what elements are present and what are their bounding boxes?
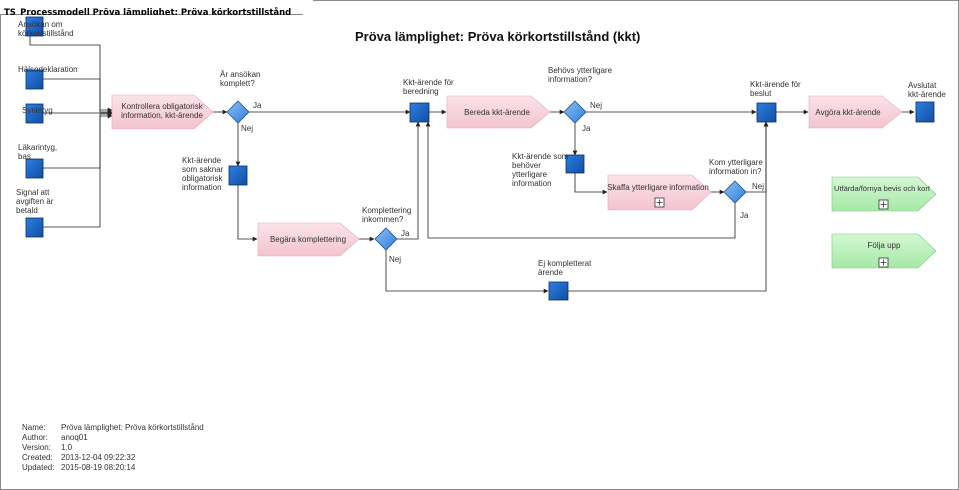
meta-author-value: anoq01 xyxy=(61,433,88,442)
label-utfarda: Utfärda/förnya bevis och kort xyxy=(834,184,931,193)
flow-lakarintyg-kontrollera xyxy=(43,111,113,169)
gateway-kompl-in[interactable] xyxy=(374,227,398,251)
event-synintyg[interactable] xyxy=(25,103,44,124)
diagram-title: Pröva lämplighet: Pröva körkortstillstån… xyxy=(355,29,640,44)
event-avslutat[interactable] xyxy=(915,101,935,123)
subprocess-markers xyxy=(654,197,889,268)
flow-signal-kontrollera xyxy=(43,113,113,228)
function-kontrollera[interactable] xyxy=(111,94,214,130)
gateway-kom-ytt[interactable] xyxy=(723,180,747,204)
event-saknar[interactable] xyxy=(228,165,248,186)
events xyxy=(25,16,935,301)
event-behover[interactable] xyxy=(565,154,585,174)
label-folja: Följa upp xyxy=(868,241,901,250)
flow-ejkompl-beslut xyxy=(568,121,769,292)
branch-nej3: Nej xyxy=(389,255,401,264)
meta-updated-key: Updated: xyxy=(22,463,55,472)
label-skaffa: Skaffa ytterligare information xyxy=(607,183,709,192)
branch-nej1: Nej xyxy=(241,124,253,133)
function-avgora[interactable] xyxy=(808,95,903,129)
branch-ja4: Ja xyxy=(740,211,749,220)
branch-nej4: Nej xyxy=(752,182,764,191)
functions xyxy=(111,94,937,269)
label-begara: Begära komplettering xyxy=(270,235,346,244)
label-synintyg: Synintyg xyxy=(22,106,53,115)
event-signal[interactable] xyxy=(25,217,44,238)
branch-ja2: Ja xyxy=(582,124,591,133)
gateway-behovs[interactable] xyxy=(563,100,587,124)
flow-gw3-nej xyxy=(385,250,549,294)
tab-title: TS_Processmodell Pröva lämplighet: Pröva… xyxy=(4,8,292,18)
gateway-komplett[interactable] xyxy=(226,100,250,124)
flow-ansokan-kontrollera xyxy=(29,36,113,113)
branch-ja3: Ja xyxy=(401,229,410,238)
flow-gw4-ja xyxy=(425,121,736,239)
branch-nej2: Nej xyxy=(590,101,602,110)
label-lakarintyg: Läkarintyg,bas xyxy=(18,143,57,161)
connectors xyxy=(29,36,915,294)
branch-ja1: Ja xyxy=(253,101,262,110)
flow-halso-kontrollera xyxy=(43,78,113,115)
model-metadata: Name: Pröva lämplighet: Pröva körkortstil… xyxy=(22,423,204,473)
meta-name-key: Name: xyxy=(22,423,46,432)
function-skaffa[interactable] xyxy=(607,174,712,211)
meta-version-value: 1.0 xyxy=(61,443,73,452)
label-bereda: Bereda kkt-ärende xyxy=(464,108,530,117)
function-bereda[interactable] xyxy=(446,95,551,129)
event-halso[interactable] xyxy=(25,69,44,90)
event-kkt-beredning[interactable] xyxy=(409,102,430,123)
meta-author-key: Author: xyxy=(22,433,48,442)
function-utfarda[interactable] xyxy=(831,176,937,212)
flow-behover-skaffa xyxy=(574,173,608,195)
meta-version-key: Version: xyxy=(22,443,51,452)
meta-created-value: 2013-12-04 09:22:32 xyxy=(61,453,136,462)
label-halso: Hälsodeklaration xyxy=(18,65,78,74)
flow-gw3-ja xyxy=(396,121,421,240)
meta-name-value: Pröva lämplighet: Pröva körkortstillstån… xyxy=(61,423,204,432)
event-lakarintyg[interactable] xyxy=(25,158,44,179)
meta-updated-value: 2015-08-19 08:20:14 xyxy=(61,463,136,472)
function-begara[interactable] xyxy=(257,222,360,257)
flow-saknar-begara xyxy=(237,185,258,242)
gateways xyxy=(226,100,747,251)
event-ej-kompl[interactable] xyxy=(548,281,569,301)
meta-created-key: Created: xyxy=(22,453,53,462)
event-kkt-beslut[interactable] xyxy=(756,102,777,123)
event-ansokan[interactable] xyxy=(25,16,44,37)
function-folja[interactable] xyxy=(831,233,937,269)
label-avgora: Avgöra kkt-ärende xyxy=(815,108,881,117)
